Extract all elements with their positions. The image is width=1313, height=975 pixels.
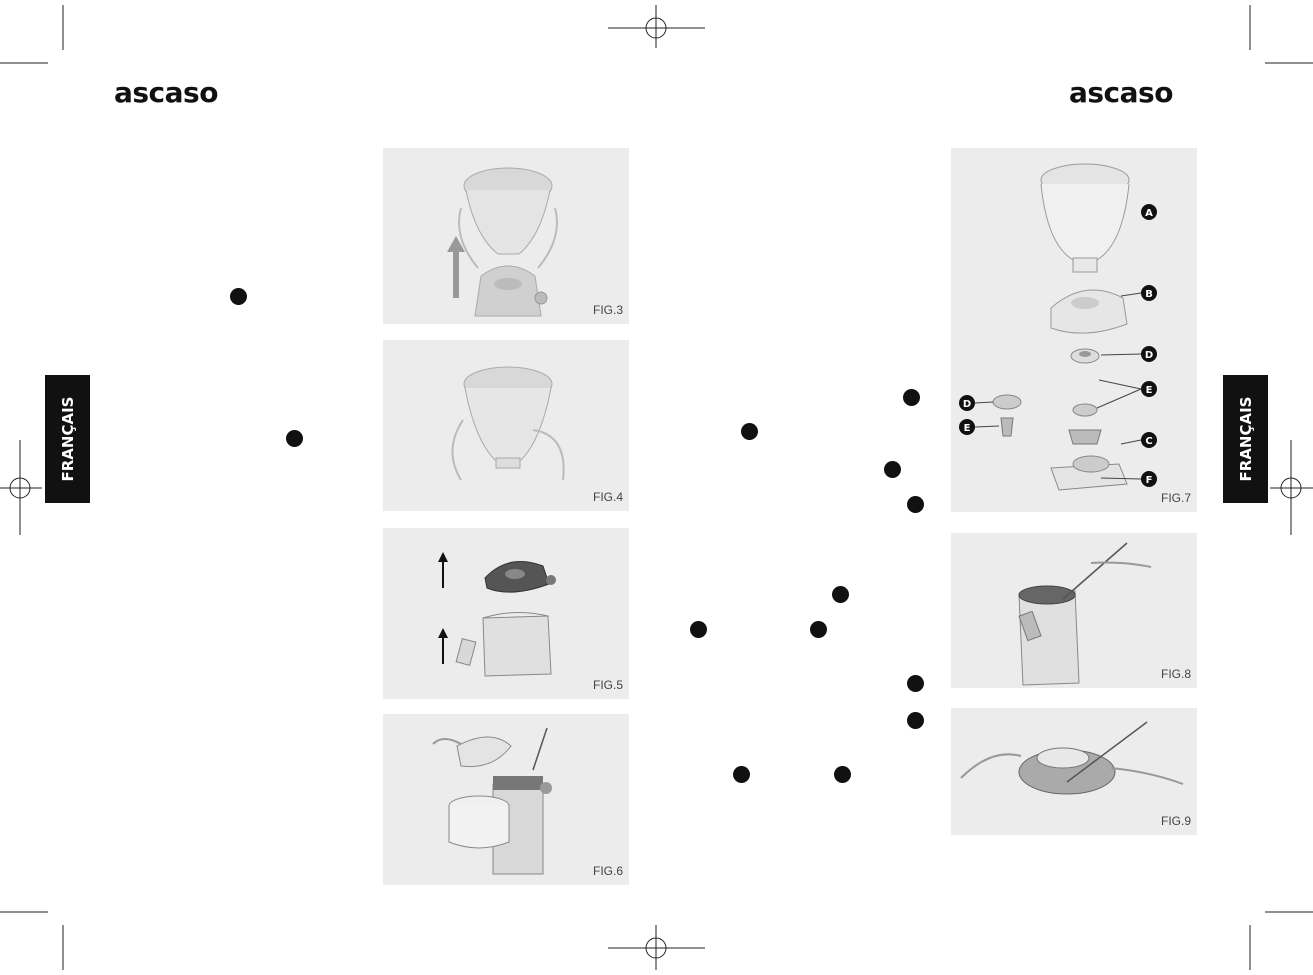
reference-dot <box>832 586 849 603</box>
figure-label: FIG.5 <box>592 678 623 692</box>
fig6-illustration <box>432 727 552 875</box>
reference-dot <box>907 712 924 729</box>
fig8-illustration <box>1018 542 1152 686</box>
figure-label: FIG.6 <box>592 864 623 878</box>
figure-label: FIG.7 <box>1160 491 1191 505</box>
brand-logo-right: ascaso <box>1069 76 1173 109</box>
callout-label: B <box>1145 289 1153 300</box>
reference-dot <box>834 766 851 783</box>
figure-3: FIG.3 <box>383 148 629 324</box>
figure-label: FIG.8 <box>1160 667 1191 681</box>
fig3-illustration <box>447 167 558 317</box>
reference-dot <box>690 621 707 638</box>
language-tab-label: FRANÇAIS <box>58 396 77 482</box>
fig4-illustration <box>451 366 565 481</box>
figure-label: FIG.3 <box>592 303 623 317</box>
figure-label: FIG.9 <box>1160 814 1191 828</box>
figure-8: FIG.8 <box>951 533 1197 688</box>
figure-label: FIG.4 <box>592 490 623 504</box>
reference-dot <box>903 389 920 406</box>
reference-dot <box>810 621 827 638</box>
brand-logo-left: ascaso <box>114 76 218 109</box>
reference-dot <box>286 430 303 447</box>
fig9-illustration <box>960 721 1184 795</box>
callout-label: D <box>963 399 971 410</box>
callout-label: D <box>1145 350 1153 361</box>
fig5-illustration <box>438 552 556 677</box>
language-tab-left: FRANÇAIS <box>45 375 90 503</box>
fig7-exploded-view: A B D E C F D E <box>959 163 1157 491</box>
reference-dot <box>733 766 750 783</box>
figure-4: FIG.4 <box>383 340 629 511</box>
language-tab-label: FRANÇAIS <box>1236 396 1255 482</box>
reference-dot <box>230 288 247 305</box>
callout-label: F <box>1146 475 1153 486</box>
figure-9: FIG.9 <box>951 708 1197 835</box>
reference-dot <box>907 496 924 513</box>
reference-dot <box>884 461 901 478</box>
figure-7: A B D E C F D E FIG.7 <box>951 148 1197 512</box>
callout-label: E <box>1146 385 1153 396</box>
figure-6: FIG.6 <box>383 714 629 885</box>
reference-dot <box>907 675 924 692</box>
reference-dot <box>741 423 758 440</box>
figure-5: FIG.5 <box>383 528 629 699</box>
callout-label: E <box>964 423 971 434</box>
callout-label: C <box>1145 436 1152 447</box>
language-tab-right: FRANÇAIS <box>1223 375 1268 503</box>
callout-label: A <box>1145 208 1153 219</box>
